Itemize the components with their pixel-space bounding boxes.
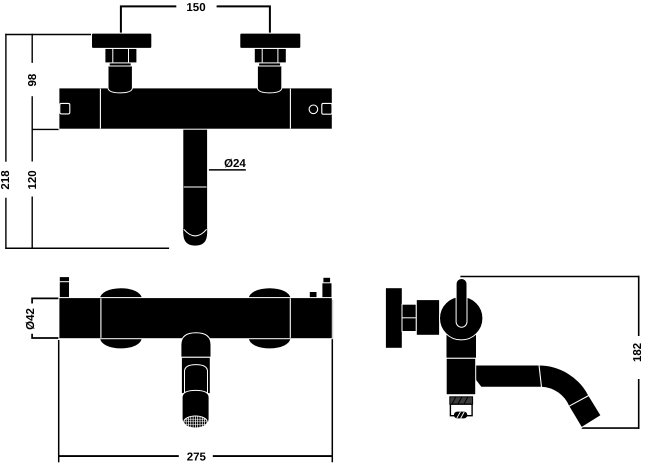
svg-text:Ø42: Ø42 <box>25 308 37 330</box>
svg-text:98: 98 <box>27 73 39 86</box>
svg-text:150: 150 <box>186 2 205 14</box>
svg-text:120: 120 <box>27 170 39 189</box>
svg-text:275: 275 <box>187 451 207 463</box>
svg-text:182: 182 <box>632 343 644 362</box>
svg-text:218: 218 <box>0 170 12 190</box>
svg-text:Ø24: Ø24 <box>224 158 246 170</box>
